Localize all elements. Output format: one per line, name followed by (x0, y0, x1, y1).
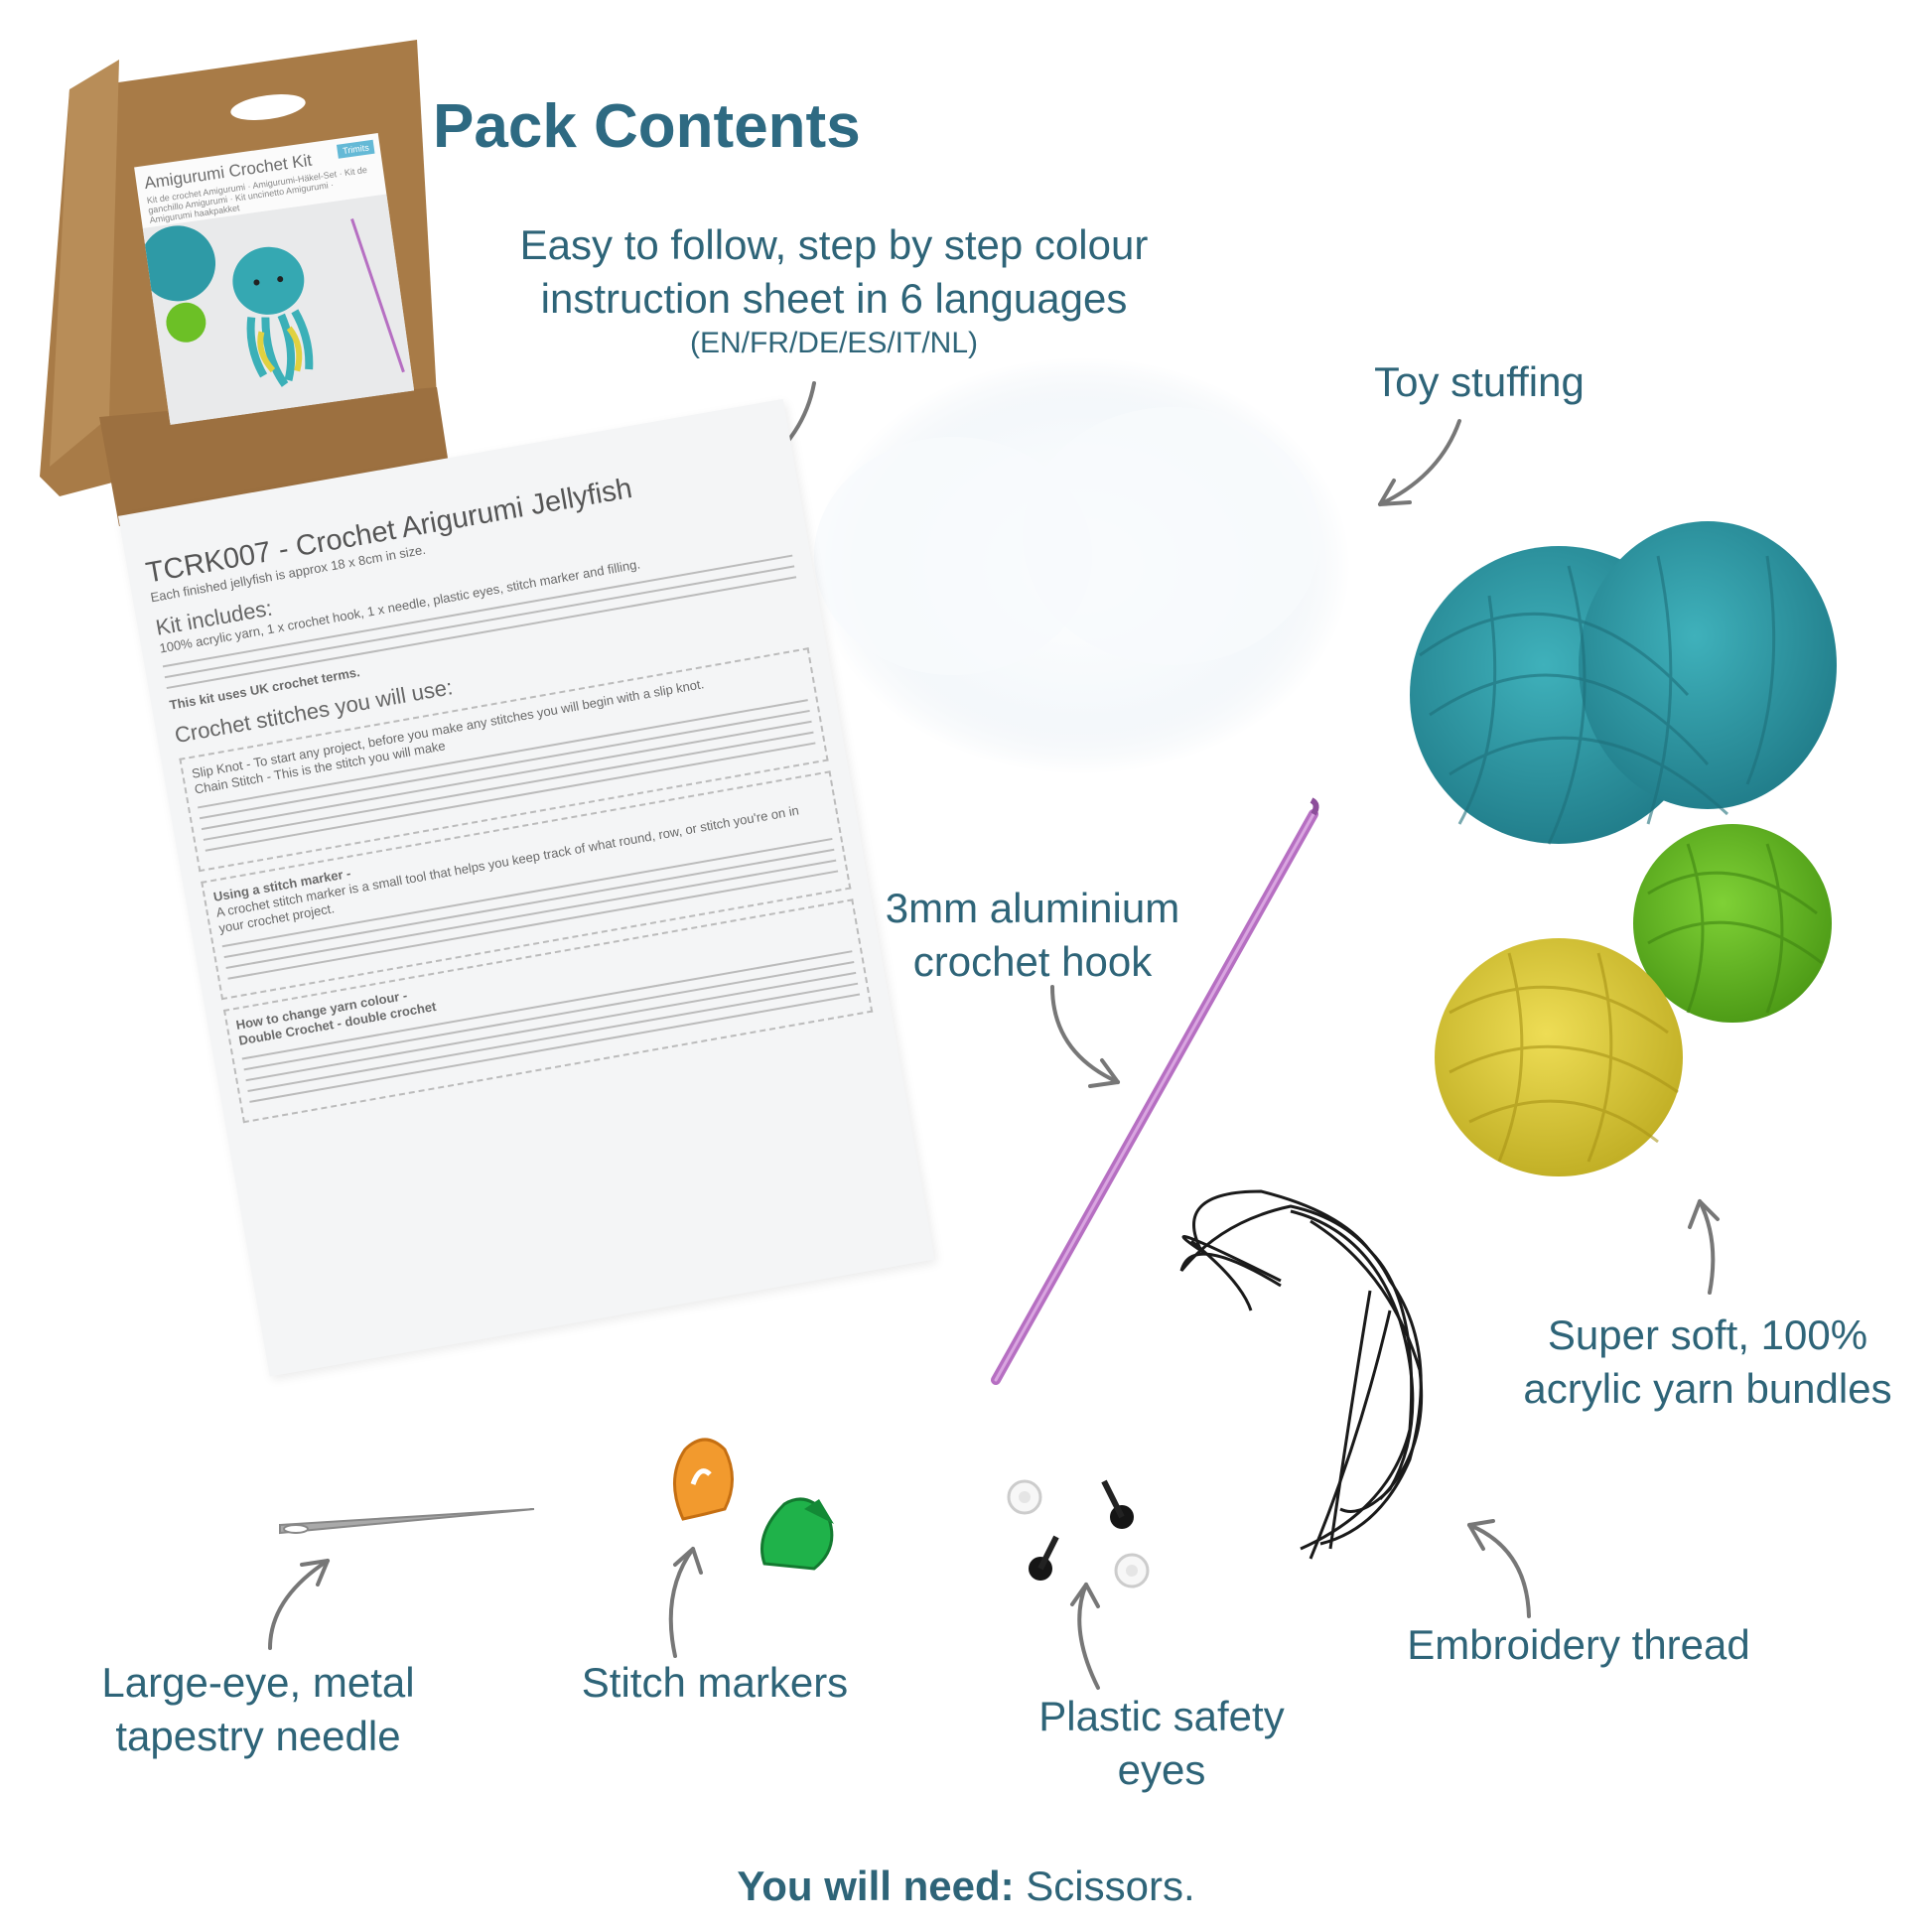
needle-label: Large-eye, metal tapestry needle (60, 1656, 457, 1763)
instructions-line-2: instruction sheet in 6 languages (540, 275, 1128, 322)
hook-line-1: 3mm aluminium (885, 885, 1180, 931)
instructions-label: Easy to follow, step by step colour inst… (477, 218, 1191, 361)
needle-line-2: tapestry needle (115, 1713, 401, 1759)
arrow-markers-icon (668, 1547, 703, 1658)
thread-label: Embroidery thread (1407, 1621, 1750, 1668)
jellyfish-photo (140, 194, 415, 425)
tapestry-needle-image (279, 1508, 535, 1535)
arrow-hook-icon (1050, 985, 1120, 1088)
yarn-bundles-image (1410, 521, 1837, 1176)
embroidery-thread-image (1179, 1189, 1424, 1560)
page-title: Pack Contents (433, 92, 861, 161)
yarn-label: Super soft, 100% acrylic yarn bundles (1499, 1309, 1916, 1416)
eyes-label: Plastic safety eyes (1013, 1690, 1311, 1797)
you-will-need-note: You will need: Scissors. (0, 1863, 1932, 1910)
safety-eyes-image (1007, 1479, 1150, 1588)
arrow-yarn-icon (1688, 1199, 1720, 1295)
eyes-line-1: Plastic safety (1038, 1693, 1285, 1739)
hook-label: 3mm aluminium crochet hook (844, 882, 1221, 989)
arrow-eyes-icon (1070, 1583, 1100, 1690)
markers-label: Stitch markers (581, 1659, 849, 1706)
instructions-languages: (EN/FR/DE/ES/IT/NL) (689, 327, 979, 359)
instructions-line-1: Easy to follow, step by step colour (519, 221, 1149, 268)
hook-line-2: crochet hook (912, 938, 1153, 985)
stitch-markers-image (673, 1438, 834, 1571)
stuffing-label: Toy stuffing (1374, 358, 1585, 405)
pouch-front-label: Trimits Amigurumi Crochet Kit Kit de cro… (134, 133, 415, 425)
arrow-needle-icon (268, 1559, 330, 1650)
needle-line-1: Large-eye, metal (101, 1659, 415, 1706)
you-will-need-label: You will need: (737, 1863, 1015, 1909)
eyes-line-2: eyes (1117, 1746, 1206, 1793)
instruction-sheet-image: TCRK007 - Crochet Arigurumi Jellyfish Ea… (107, 397, 935, 1440)
yarn-line-1: Super soft, 100% (1547, 1311, 1868, 1358)
crochet-hook-image (991, 797, 1319, 1385)
you-will-need-text: Scissors. (1014, 1863, 1195, 1909)
yarn-line-2: acrylic yarn bundles (1523, 1365, 1892, 1412)
arrow-stuffing-icon (1378, 419, 1461, 506)
arrow-thread-icon (1467, 1519, 1531, 1618)
